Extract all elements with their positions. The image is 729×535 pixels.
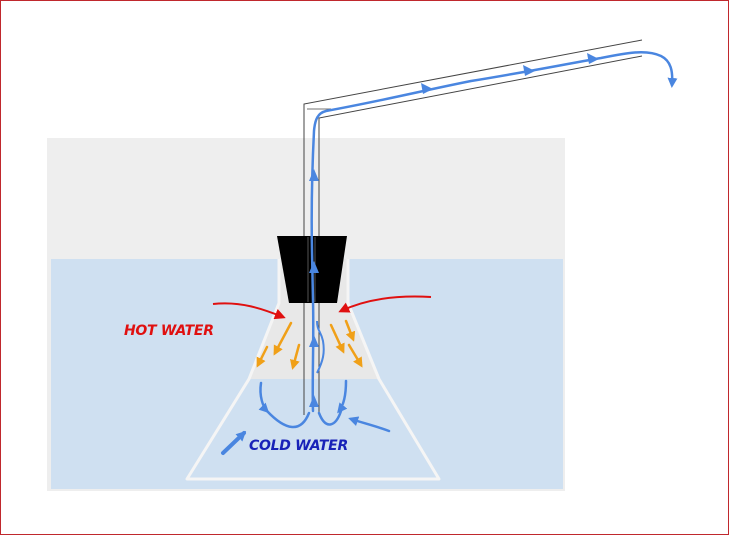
flask-cold-water [187,379,439,479]
heat-arrow-icon [347,343,363,368]
cold-circulation [258,379,391,433]
hot-arrow-right-icon [338,295,432,313]
cold-inflow-arrow [348,416,391,433]
heat-arrow-icon [329,323,345,354]
flow-path [310,50,678,413]
cold-flow-arrow-left [258,381,270,414]
cold-flow-curve-right [317,409,343,426]
cold-flow-arrow-right [337,379,348,414]
flow-arrow-icon [309,261,319,273]
flow-arrow-icon [309,335,319,347]
cold-flow-curve-left [265,409,311,429]
flow-inner-curl [316,320,325,374]
hot-water-label: HOT WATER [124,323,214,339]
heat-arrow-icon [256,345,269,368]
hot-arrow-left-icon [212,302,286,320]
main-flow-line [310,50,678,413]
flow-arrows [309,53,599,407]
cold-water-label: COLD WATER [249,438,348,454]
heat-arrow-icon [290,343,301,370]
flow-arrow-icon [421,83,433,94]
flow-arrow-icon [523,65,535,76]
glass-tube [303,39,643,415]
flow-arrow-icon [309,395,319,407]
heat-arrows [256,319,363,370]
flow-arrow-icon [309,169,319,181]
heat-arrow-icon [344,319,356,342]
heat-arrow-icon [273,321,293,356]
cold-water-arrow-icon [221,430,247,455]
flow-arrow-icon [587,53,599,64]
